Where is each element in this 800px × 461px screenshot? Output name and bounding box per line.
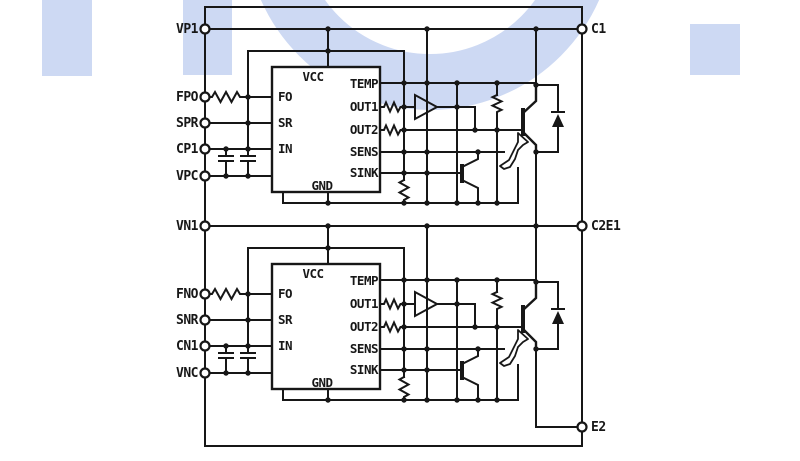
pin-label-vnc: VNC — [176, 366, 198, 381]
ic2-temp: TEMP — [350, 273, 378, 288]
pin-label-c2e1: C2E1 — [591, 219, 621, 234]
terminal-fpo — [199, 91, 211, 103]
pin-label-fpo: FPO — [176, 90, 199, 105]
labels: VP1 FPO SPR CP1 VPC VN1 FNO SNR CN1 VNC … — [176, 22, 621, 435]
terminal-vp1 — [199, 23, 211, 35]
ic2-gnd: GND — [311, 375, 332, 390]
ic1-sr: SR — [278, 115, 293, 130]
ic2-sens: SENS — [350, 341, 378, 356]
ic1-vcc: VCC — [302, 69, 323, 84]
terminal-e2 — [576, 421, 588, 433]
ic1-labels: VCC GND FO SR IN TEMP OUT1 OUT2 SENS SIN… — [278, 69, 379, 193]
pin-label-c1: C1 — [591, 22, 606, 37]
ic2-out2: OUT2 — [350, 319, 378, 334]
ic1-in: IN — [278, 141, 292, 156]
ic2-sr: SR — [278, 312, 293, 327]
ic1-out2: OUT2 — [350, 122, 378, 137]
terminal-vnc — [199, 367, 211, 379]
terminal-cn1 — [199, 340, 211, 352]
terminal-spr — [199, 117, 211, 129]
ic2-vcc: VCC — [302, 266, 323, 281]
pin-label-cp1: CP1 — [176, 142, 199, 157]
pin-label-cn1: CN1 — [176, 339, 199, 354]
watermark-bar-left — [42, 0, 92, 76]
pin-label-vn1: VN1 — [176, 219, 199, 234]
emitter-arrow — [499, 132, 529, 170]
ic2-labels: VCC GND FO SR IN TEMP OUT1 OUT2 SENS SIN… — [278, 266, 379, 390]
ic1-sens: SENS — [350, 144, 378, 159]
pin-label-spr: SPR — [176, 116, 199, 131]
pin-label-snr: SNR — [176, 313, 199, 328]
ic1-out1: OUT1 — [350, 99, 378, 114]
junction-dots — [223, 26, 539, 206]
terminal-c2e1 — [576, 220, 588, 232]
power-transistor — [499, 83, 538, 170]
ic2-fo: FO — [278, 286, 292, 301]
channel-2-wiring — [207, 221, 580, 429]
pin-label-fno: FNO — [176, 287, 199, 302]
ic1-fo: FO — [278, 89, 292, 104]
watermark-square — [690, 24, 740, 75]
ic1-gnd: GND — [311, 178, 332, 193]
ic2-out1: OUT1 — [350, 296, 378, 311]
terminal-cp1 — [199, 143, 211, 155]
terminal-fno — [199, 288, 211, 300]
ic2-in: IN — [278, 338, 292, 353]
pin-label-vpc: VPC — [176, 169, 198, 184]
ic2-sink: SINK — [350, 362, 379, 377]
watermark — [42, 0, 740, 110]
ic1-temp: TEMP — [350, 76, 378, 91]
watermark-bar-mid — [183, 0, 232, 75]
ic-block — [270, 65, 382, 194]
flyback-diode — [551, 111, 565, 127]
package-pins — [199, 23, 588, 433]
driver-transistor — [460, 151, 479, 204]
channel-1-wiring — [208, 26, 579, 231]
terminal-vpc — [199, 170, 211, 182]
amplifier-symbol — [414, 93, 440, 121]
terminal-snr — [199, 314, 211, 326]
pin-label-e2: E2 — [591, 420, 606, 435]
pin-label-vp1: VP1 — [176, 22, 199, 37]
terminal-vn1 — [199, 220, 211, 232]
ic1-sink: SINK — [350, 165, 379, 180]
terminal-c1 — [576, 23, 588, 35]
